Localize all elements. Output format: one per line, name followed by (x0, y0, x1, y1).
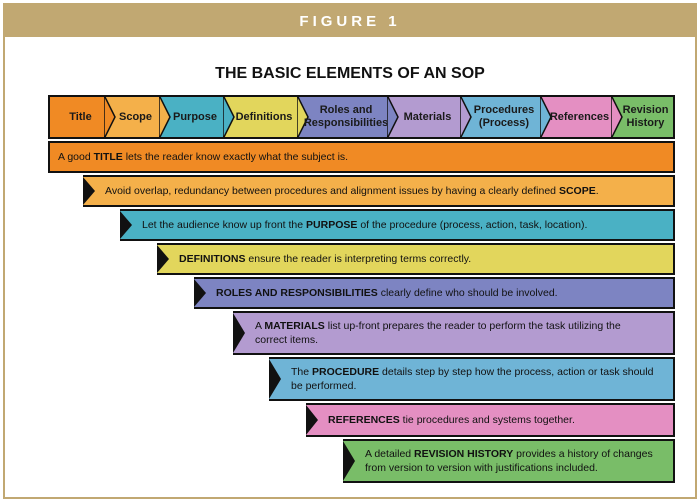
row-text-post: lets the reader know exactly what the su… (122, 151, 349, 163)
chevron-label-line1: Procedures (473, 104, 535, 116)
row-text-keyword: REVISION HISTORY (414, 448, 514, 460)
row-references: REFERENCES tie procedures and systems to… (306, 403, 675, 437)
row-text-pre: A (255, 320, 265, 332)
row-text-procedures: The PROCEDURE details step by step how t… (269, 365, 671, 393)
chevron-label-line2: (Process) (478, 117, 530, 129)
row-text-keyword: PROCEDURE (312, 366, 380, 378)
row-text-pre: Avoid overlap, redundancy between proced… (105, 185, 559, 197)
chevron-label-title: Title (69, 111, 91, 124)
figure-label: FIGURE 1 (299, 12, 401, 30)
row-text-post: clearly define who should be involved. (377, 287, 558, 299)
chevron-arrow-materials (460, 95, 472, 139)
row-text-post: tie procedures and systems together. (399, 414, 575, 426)
row-notch-materials (233, 313, 245, 353)
row-text-keyword: SCOPE (558, 185, 596, 197)
row-text-post: of the procedure (process, action, task,… (357, 219, 588, 231)
row-text-pre: A detailed (365, 448, 415, 460)
chevron-purpose: Purpose (160, 95, 235, 139)
figure-frame: FIGURE 1 THE BASIC ELEMENTS OF AN SOP Ti… (3, 3, 697, 499)
row-text-roles: ROLES AND RESPONSIBILITIES clearly defin… (194, 286, 576, 300)
row-text-line2: correct items. (255, 334, 319, 346)
chevron-arrow-procedures (540, 95, 552, 139)
chevron-label-line1: Scope (118, 110, 152, 123)
row-text-revision: A detailed REVISION HISTORY provides a h… (343, 447, 671, 475)
chevron-arrow-definitions (297, 95, 309, 139)
row-text-line2: from version to version with justificati… (365, 462, 598, 474)
chevron-references: References (541, 95, 623, 139)
row-text-title: A good TITLE lets the reader know exactl… (50, 150, 366, 164)
chevron-label-line1: Purpose (172, 110, 217, 123)
row-materials: A MATERIALS list up-front prepares the r… (233, 311, 675, 355)
chevron-label-line2: History (626, 117, 665, 129)
row-text-scope: Avoid overlap, redundancy between proced… (83, 184, 617, 198)
row-text-materials: A MATERIALS list up-front prepares the r… (233, 319, 639, 347)
row-revision: A detailed REVISION HISTORY provides a h… (343, 439, 675, 483)
row-text-post: . (595, 185, 599, 197)
row-scope: Avoid overlap, redundancy between proced… (83, 175, 675, 207)
row-text-references: REFERENCES tie procedures and systems to… (306, 413, 593, 427)
row-notch-procedures (269, 359, 281, 399)
row-text-pre: The (291, 366, 313, 378)
row-text-post: provides a history of changes (513, 448, 653, 460)
row-notch-roles (194, 279, 206, 307)
row-roles: ROLES AND RESPONSIBILITIES clearly defin… (194, 277, 675, 309)
chevron-label-line1: References (549, 110, 610, 123)
row-notch-definitions (157, 245, 169, 273)
row-procedures: The PROCEDURE details step by step how t… (269, 357, 675, 401)
row-text-keyword: REFERENCES (328, 414, 400, 426)
row-notch-revision (343, 441, 355, 481)
row-text-keyword: TITLE (93, 151, 123, 163)
chevron-arrow-purpose (223, 95, 235, 139)
row-text-definitions: DEFINITIONS ensure the reader is interpr… (157, 252, 489, 266)
chevron-label-scope: Scope (119, 111, 152, 124)
row-notch-scope (83, 177, 95, 205)
row-text-keyword: PURPOSE (306, 219, 358, 231)
chevron-arrow-roles (387, 95, 399, 139)
chevron-procedures: Procedures(Process) (461, 95, 552, 139)
chevron-title: Title (48, 95, 116, 139)
chevron-label-line1: Revision (622, 104, 669, 116)
chevron-arrow-title (104, 95, 116, 139)
chevron-materials: Materials (388, 95, 472, 139)
chevron-definitions: Definitions (224, 95, 309, 139)
row-text-line2: be performed. (291, 380, 357, 392)
row-title: A good TITLE lets the reader know exactl… (48, 141, 675, 173)
chevron-label-line1: Title (69, 110, 92, 123)
row-text-post: ensure the reader is interpreting terms … (245, 253, 472, 265)
chevron-label-materials: Materials (404, 111, 452, 124)
row-text-keyword: ROLES AND RESPONSIBILITIES (216, 287, 378, 299)
chevron-label-line2: Responsibilities (303, 117, 389, 129)
row-text-keyword: DEFINITIONS (179, 253, 246, 265)
row-text-pre: A good (58, 151, 94, 163)
chevron-arrow-scope (159, 95, 171, 139)
chevron-label-procedures: Procedures(Process) (474, 104, 535, 130)
chevron-label-definitions: Definitions (236, 111, 293, 124)
figure-header-bar: FIGURE 1 (5, 5, 695, 37)
chevron-label-line1: Materials (403, 110, 452, 123)
row-text-post: list up-front prepares the reader to per… (324, 320, 621, 332)
row-purpose: Let the audience know up front the PURPO… (120, 209, 675, 241)
row-text-post: details step by step how the process, ac… (379, 366, 654, 378)
row-text-pre: Let the audience know up front the (142, 219, 307, 231)
diagram-title: THE BASIC ELEMENTS OF AN SOP (215, 65, 485, 82)
chevron-label-line1: Definitions (235, 110, 293, 123)
row-notch-references (306, 405, 318, 435)
chevron-label-purpose: Purpose (173, 111, 217, 124)
chevron-label-references: References (550, 111, 609, 124)
row-notch-purpose (120, 211, 132, 239)
chevron-label-line1: Roles and (319, 104, 373, 116)
row-definitions: DEFINITIONS ensure the reader is interpr… (157, 243, 675, 275)
row-text-keyword: MATERIALS (264, 320, 325, 332)
chevron-arrow-references (611, 95, 623, 139)
row-text-purpose: Let the audience know up front the PURPO… (120, 218, 605, 232)
